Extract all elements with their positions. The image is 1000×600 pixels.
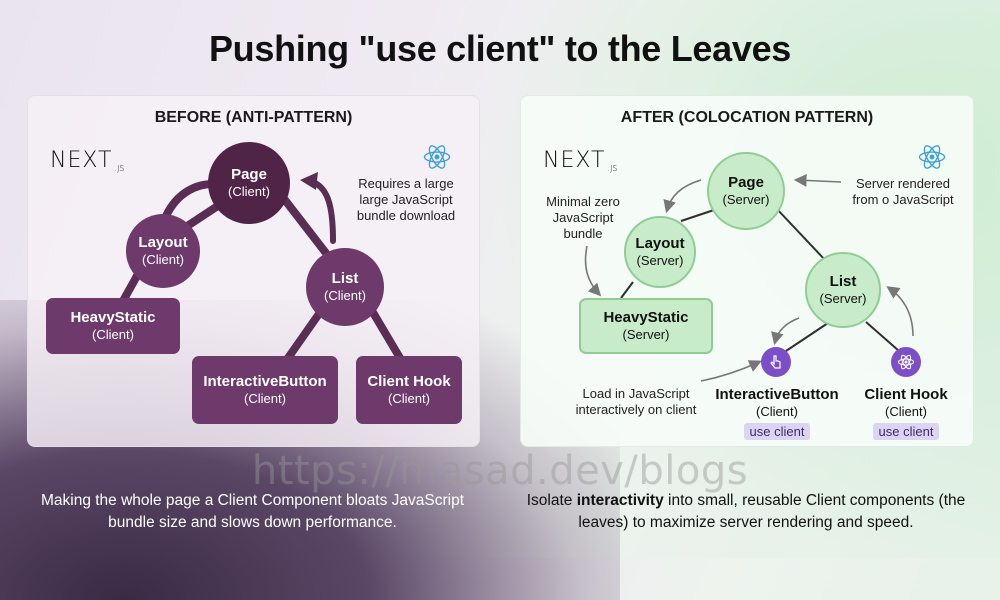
edge-page-list [775,207,827,262]
nextjs-logo: NEXT.JS [543,148,618,173]
page-title: Pushing "use client" to the Leaves [208,28,792,69]
before-bundle-note: Requires a large large JavaScript bundle… [356,176,456,223]
react-icon [423,145,451,169]
after-node-list: List(Server) [805,252,881,328]
after-node-page: Page(Server) [707,152,785,230]
arrow-load-client [700,360,762,382]
arrow-list-interactive [771,317,800,346]
pointer-click-icon [761,347,791,377]
edge-list-clienthook [865,321,900,352]
before-node-clienthook: Client Hook(Client) [356,356,462,424]
after-minimal-note: Minimal zero JavaScript bundle [546,194,620,241]
before-caption: Making the whole page a Client Component… [40,492,465,531]
before-panel-title: BEFORE (ANTI-PATTERN) [154,109,353,126]
after-node-clienthook: Client Hook (Client) use client [864,386,948,440]
after-server-note: Server rendered from o JavaScript [852,176,954,207]
use-client-badge: use client [872,423,940,440]
after-caption: Isolate interactivity into small, reusab… [526,492,966,531]
before-panel: BEFORE (ANTI-PATTERN) NEXT.JS Page(Clien… [27,95,480,447]
edge-layout-heavystatic [119,270,142,305]
after-node-heavystatic: HeavyStatic(Server) [579,298,713,354]
arrow-server-rendered [793,174,842,187]
before-node-heavystatic: HeavyStatic(Client) [46,298,180,354]
react-icon [918,145,946,169]
after-node-layout: Layout(Server) [624,216,696,288]
after-tree-edges [584,174,914,382]
before-node-layout: Layout(Client) [126,214,200,288]
watermark-url: https://masad.dev/blogs [251,448,749,494]
after-load-note: Load in JavaScript interactively on clie… [575,386,697,417]
before-node-page: Page(Client) [208,142,290,224]
edge-layout-heavystatic [620,281,634,299]
arrow-minimal-bundle [584,245,602,297]
react-leaf-icon [891,347,921,377]
nextjs-logo: NEXT.JS [50,148,125,173]
after-panel-title: AFTER (COLOCATION PATTERN) [620,109,874,126]
before-node-interactivebutton: InteractiveButton(Client) [192,356,338,424]
arrow-page-layout [663,179,702,214]
before-node-list: List(Client) [306,248,384,326]
after-panel: AFTER (COLOCATION PATTERN) NEXT.JS [520,95,974,447]
arrow-bundle-head [300,172,318,190]
use-client-badge: use client [743,423,811,440]
arrow-clienthook-list [886,286,914,337]
after-node-interactivebutton: InteractiveButton (Client) use client [715,386,839,440]
edge-list-interactive [785,320,832,352]
